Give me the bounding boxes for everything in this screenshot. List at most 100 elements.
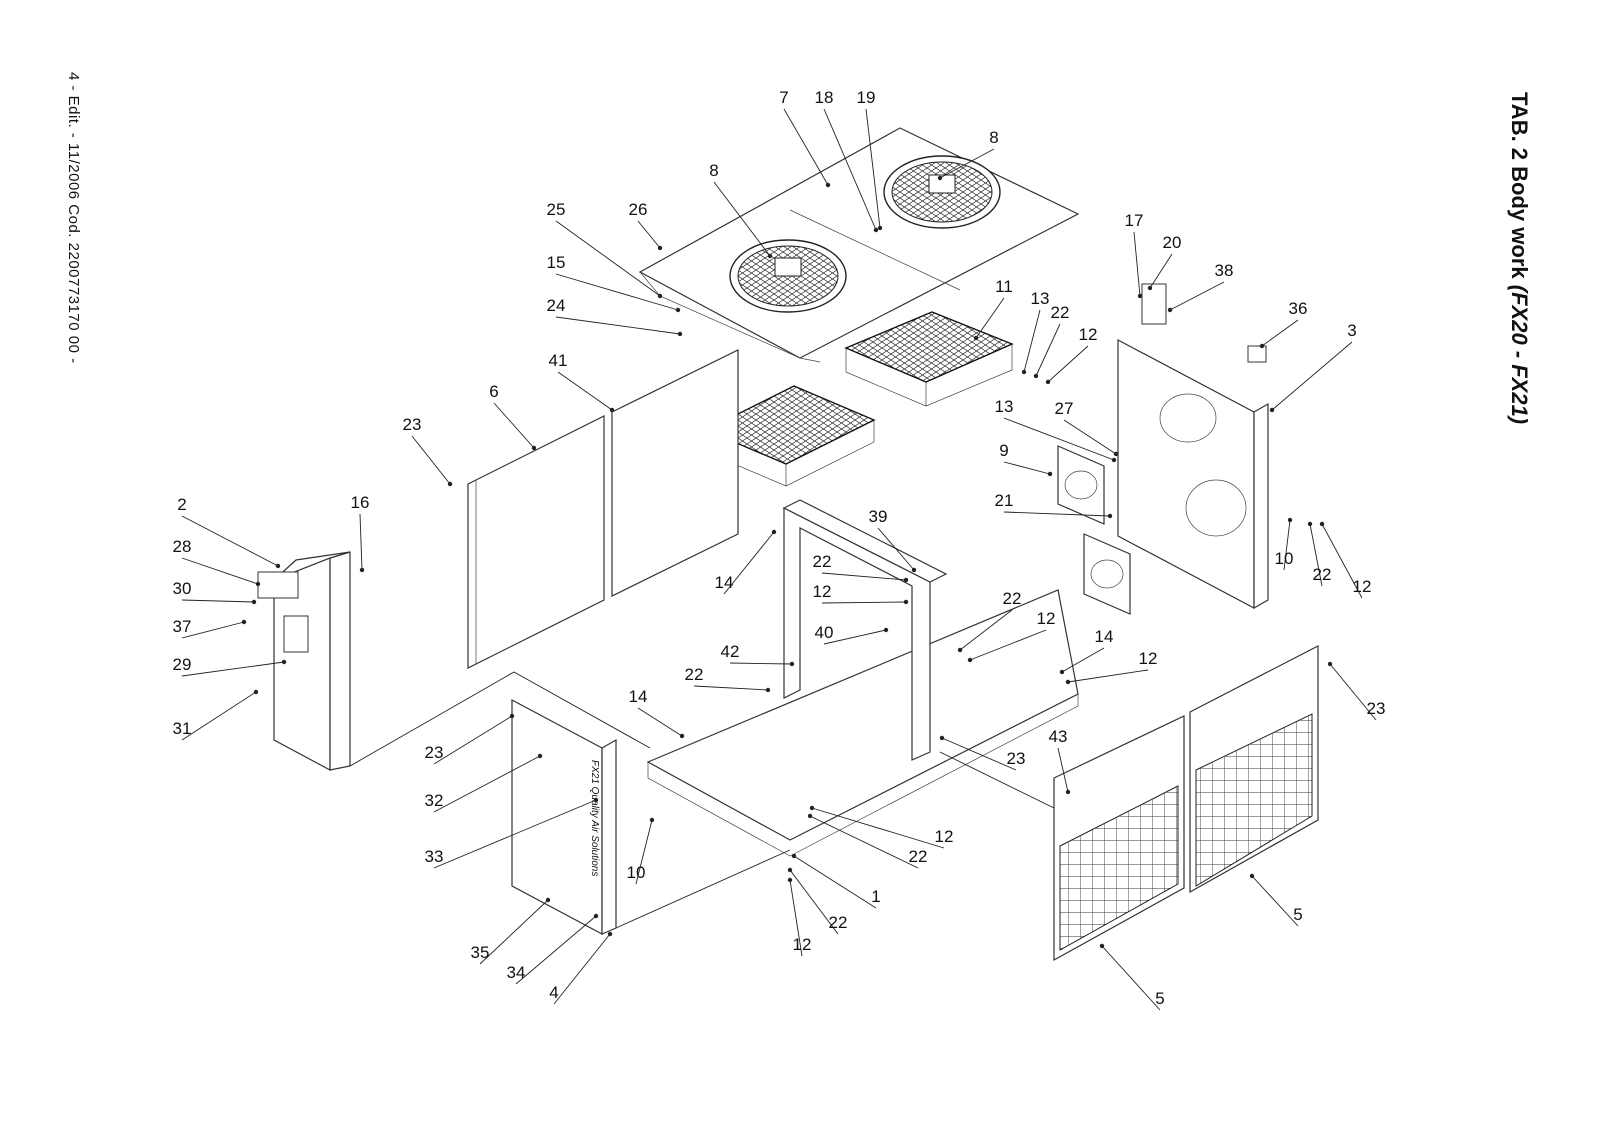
- callout-number: 20: [1163, 233, 1182, 252]
- leader-end-marker: [1147, 285, 1153, 291]
- leader-line: [1057, 747, 1069, 793]
- leader-end-marker: [911, 567, 917, 573]
- leader-line: [969, 629, 1047, 661]
- leader-line: [723, 531, 775, 595]
- leader-end-marker: [531, 445, 537, 451]
- leader-lines: [181, 108, 1377, 1011]
- callout-number: 7: [779, 88, 788, 107]
- leader-end-marker: [957, 647, 963, 653]
- callout-number: 11: [995, 277, 1013, 296]
- leader-line: [1003, 461, 1051, 475]
- leader-end-marker: [657, 245, 663, 251]
- leader-end-marker: [1065, 789, 1071, 795]
- leader-end-marker: [937, 175, 943, 181]
- leader-line: [553, 933, 611, 1005]
- leader-line: [1169, 281, 1225, 311]
- leader-end-marker: [903, 577, 909, 583]
- top-cover-panel: [638, 127, 1080, 363]
- leader-line: [555, 220, 661, 297]
- callout-number: 42: [721, 642, 740, 661]
- left-side-panels: [467, 349, 739, 669]
- leader-end-marker: [1113, 451, 1119, 457]
- leader-line: [515, 915, 597, 985]
- leader-line: [493, 402, 535, 449]
- leader-end-marker: [1099, 943, 1105, 949]
- leader-line: [1321, 523, 1363, 599]
- callout-number: 22: [685, 665, 704, 684]
- leader-end-marker: [1045, 379, 1051, 385]
- callout-number: 16: [351, 493, 370, 512]
- callout-number: 22: [1003, 589, 1022, 608]
- callout-number: 22: [829, 913, 848, 932]
- leader-line: [359, 513, 363, 571]
- door-logo-text: FX21 Quality Air Solutions: [589, 760, 600, 876]
- leader-line: [1023, 309, 1041, 373]
- leader-end-marker: [825, 182, 831, 188]
- leader-line: [181, 621, 245, 639]
- leader-end-marker: [1107, 513, 1113, 519]
- leader-end-marker: [1319, 521, 1325, 527]
- rear-grille-right: [1189, 645, 1319, 894]
- leader-end-marker: [607, 931, 613, 937]
- leader-line: [821, 572, 907, 581]
- leader-end-marker: [359, 567, 365, 573]
- callout-number: 15: [547, 253, 566, 272]
- filter-basket-upper: [844, 311, 1014, 407]
- leader-end-marker: [1065, 679, 1071, 685]
- leader-line: [823, 629, 887, 645]
- leader-line: [1047, 345, 1089, 383]
- leader-end-marker: [1307, 521, 1313, 527]
- callout-number: 37: [173, 617, 192, 636]
- callout-number: 27: [1055, 399, 1074, 418]
- callout-number: 33: [425, 847, 444, 866]
- callout-number: 41: [549, 351, 568, 370]
- leader-end-marker: [787, 877, 793, 883]
- leader-line: [693, 685, 769, 691]
- callout-number: 29: [173, 655, 192, 674]
- leader-line: [1003, 511, 1111, 517]
- leader-line: [811, 807, 945, 849]
- leader-line: [181, 557, 259, 585]
- leader-end-marker: [883, 627, 889, 633]
- leader-line: [823, 108, 877, 231]
- control-box: [257, 551, 351, 772]
- callout-number: 8: [709, 161, 718, 180]
- leader-line: [433, 715, 513, 765]
- leader-end-marker: [939, 735, 945, 741]
- callout-number: 14: [715, 573, 734, 592]
- leader-line: [959, 609, 1013, 651]
- right-side-panel: [1117, 283, 1269, 610]
- leader-line: [1003, 417, 1115, 461]
- callout-number: 22: [1051, 303, 1070, 322]
- leader-end-marker: [1287, 517, 1293, 523]
- leader-end-marker: [241, 619, 247, 625]
- callout-number: 23: [1367, 699, 1386, 718]
- leader-end-marker: [609, 407, 615, 413]
- leader-end-marker: [275, 563, 281, 569]
- callout-number: 9: [999, 441, 1008, 460]
- leader-end-marker: [675, 307, 681, 313]
- callout-number: 13: [995, 397, 1014, 416]
- leader-line: [1067, 669, 1149, 683]
- callout-number: 12: [1037, 609, 1056, 628]
- callout-number: 36: [1289, 299, 1308, 318]
- callout-number: 8: [989, 128, 998, 147]
- leader-end-marker: [973, 335, 979, 341]
- leader-line: [729, 662, 793, 665]
- callout-number: 24: [547, 296, 566, 315]
- callout-number: 10: [627, 863, 646, 882]
- leader-end-marker: [1167, 307, 1173, 313]
- leader-end-marker: [873, 227, 879, 233]
- leader-line: [865, 108, 881, 229]
- callout-number: 28: [173, 537, 192, 556]
- leader-end-marker: [251, 599, 257, 605]
- leader-end-marker: [649, 817, 655, 823]
- leader-end-marker: [791, 853, 797, 859]
- leader-line: [789, 869, 839, 935]
- callout-number: 2: [177, 495, 186, 514]
- leader-end-marker: [1249, 873, 1255, 879]
- leader-line: [877, 527, 915, 571]
- leader-line: [821, 601, 907, 604]
